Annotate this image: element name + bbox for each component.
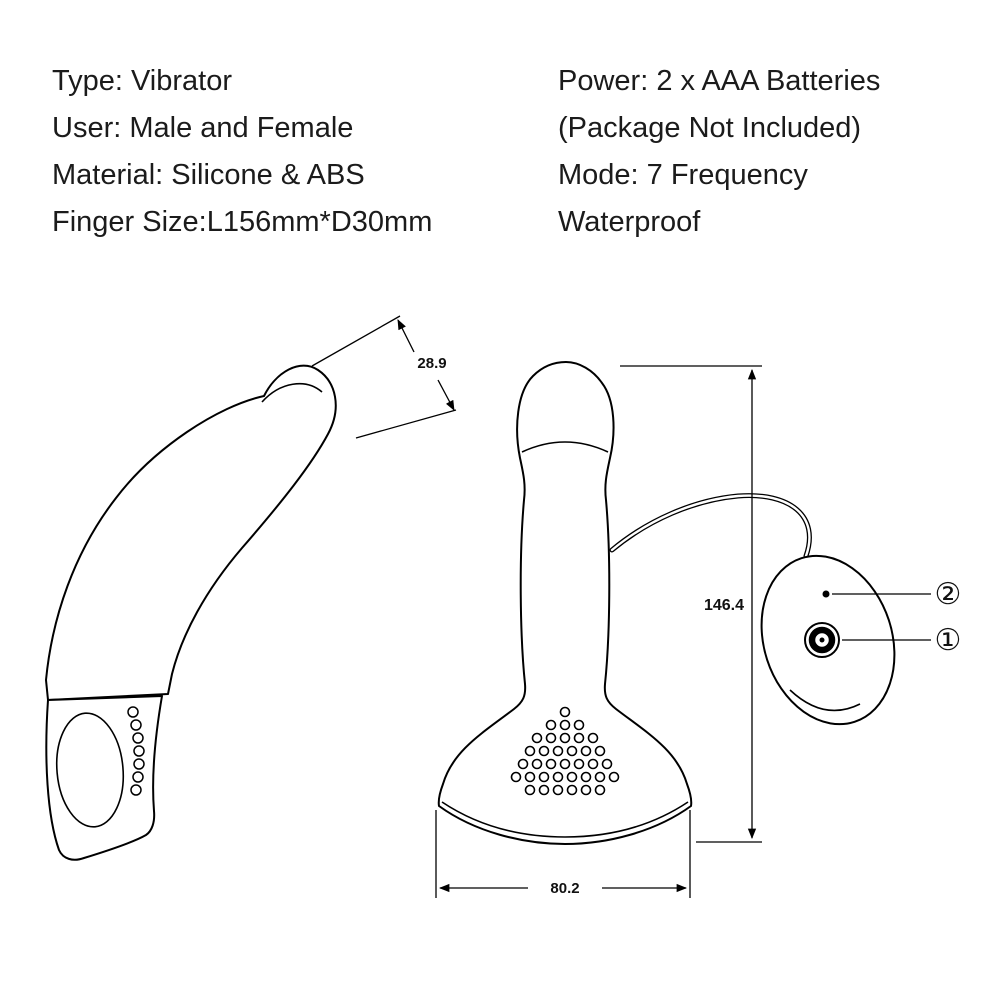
spec-package: (Package Not Included) [558, 112, 862, 144]
spec-mode: Mode: 7 Frequency [558, 159, 808, 191]
height-label: 146.4 [704, 597, 744, 614]
callout-led-label: ② [935, 577, 962, 612]
spec-column-left: Type: Vibrator User: Male and Female Mat… [52, 58, 432, 246]
front-view-drawing [437, 361, 693, 845]
spec-type: Type: Vibrator [52, 65, 233, 97]
spec-material: Material: Silicone & ABS [52, 159, 365, 191]
remote-button [804, 622, 840, 658]
dimension-base-width: 80.2 [435, 810, 691, 898]
callout-button: ① [842, 623, 961, 658]
base-width-label: 80.2 [550, 880, 579, 897]
dimension-tip-diameter: 28.9 [311, 315, 457, 439]
remote-led [822, 590, 830, 598]
dimension-height: 146.4 [620, 365, 762, 843]
callout-led: ② [832, 577, 961, 612]
remote-cable [609, 493, 812, 559]
spec-waterproof: Waterproof [558, 206, 701, 238]
callout-button-label: ① [935, 623, 962, 658]
stimulation-dots [510, 706, 620, 796]
spec-size: Finger Size:L156mm*D30mm [52, 206, 433, 238]
remote-control-drawing [760, 554, 896, 726]
tip-diameter-label: 28.9 [417, 355, 446, 372]
spec-column-right: Power: 2 x AAA Batteries (Package Not In… [558, 58, 880, 246]
texture-bumps [127, 706, 145, 796]
spec-power: Power: 2 x AAA Batteries [558, 65, 881, 97]
side-view-drawing [45, 364, 337, 861]
spec-user: User: Male and Female [52, 112, 354, 144]
